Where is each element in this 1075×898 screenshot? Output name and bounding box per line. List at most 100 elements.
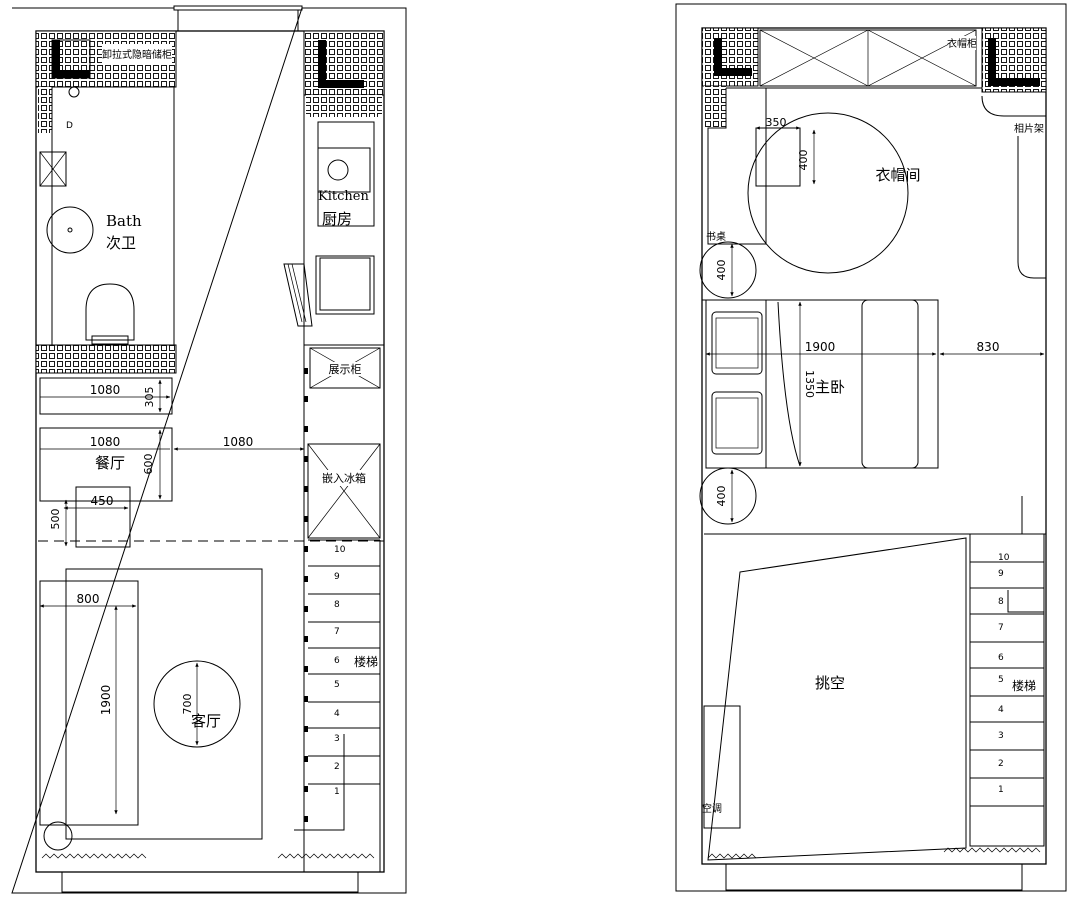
bath-bottom-tiles [35,344,177,374]
bed-pillow-zone [861,299,919,469]
sink [319,257,371,311]
floor-2-outer-wall [701,27,1047,865]
bed-length-dimension: 1900 [805,340,836,354]
floor-1-stairs: 10 9 8 7 6 5 4 3 2 1 楼梯 [294,539,381,872]
floor-2-step-6: 6 [998,653,1004,663]
floor-2-side-tiles [704,86,726,128]
stair-cut-line-2 [1007,590,1044,613]
dining-depth-dimension: 600 [142,454,155,475]
table-width-dimension: 450 [91,494,114,508]
floor-2-step-8: 8 [998,597,1004,607]
floor-lamp-icon [43,821,73,851]
stair-step-4: 4 [334,709,340,719]
bench-width-dimension: 1080 [90,383,121,397]
bedroom-left-wall [705,300,766,469]
floor-2-stair-box [969,533,1045,847]
desk-chair-circle [699,241,757,299]
kitchen-door-swing [283,263,313,327]
desk-clear-dimension: 400 [715,260,728,281]
floor-1-window-glazing [41,853,147,859]
floor-1-outer-wall [35,30,385,873]
floor-2-step-9: 9 [998,569,1004,579]
floor-2-step-3: 3 [998,731,1004,741]
coffee-table [153,660,241,748]
stair-step-3: 3 [334,734,340,744]
nightstand-bottom [711,391,763,455]
cloakroom-walls [707,87,982,245]
bench-counter [39,377,173,415]
floor-1-entry-jambs [177,10,299,31]
floor-1-plan: 卸拉式隐暗储柜 D Bath 次卫 1080 305 1080 1080 600… [11,5,407,894]
aisle-width-dimension: 1080 [223,435,254,449]
sofa-width-dimension: 800 [77,592,100,606]
burner-icon [327,159,349,181]
floor-2-step-2: 2 [998,759,1004,769]
bath-en-label: Bath [106,212,142,230]
photo-frame-wall [1017,136,1046,279]
floor-2-plan: 衣帽柜 相片架 350 400 衣帽间 书桌 400 1900 830 1 [675,3,1067,892]
master-bedroom-label: 主卧 [815,378,845,396]
photo-frame-shelf [981,91,1047,117]
kitchen-corner [318,40,364,88]
kitchen-en-label: Kitchen [318,189,369,204]
floor-2-stairs-label: 楼梯 [1012,678,1036,693]
cloak-island [755,127,801,187]
display-cabinet-label: 展示柜 [329,363,362,376]
stair-step-2: 2 [334,762,340,772]
living-rug [65,568,263,840]
dining-width-dimension: 1080 [90,435,121,449]
floor-drain-icon [68,86,80,98]
floor-2-step-4: 4 [998,705,1004,715]
toilet-tank [91,335,129,345]
lower-clear-dimension: 400 [715,486,728,507]
toilet-icon [85,283,135,341]
fridge-cross [307,443,381,539]
floor-1-wall-marks [304,368,308,822]
shower-cabinet-label-bg [102,44,172,64]
wardrobe-cross [759,29,977,87]
shower-cabinet-label: 卸拉式隐暗储柜 [102,48,172,61]
floor-2-right-corner [988,38,1040,86]
kitchen-cn-label: 厨房 [322,210,352,228]
ac-unit [703,705,741,829]
wardrobe-label-bg [948,36,976,50]
floor-1-sheet-border [11,7,407,894]
bath-window [39,151,67,187]
sofa [39,580,139,826]
floor-2-sheet-border [675,3,1067,892]
bed-frame [765,299,939,469]
bed-side-dimension: 830 [977,340,1000,354]
floor-1-window-glazing-right [277,853,375,859]
cloak-height-dimension: 400 [797,150,810,171]
nightstand-top [711,311,763,375]
bath-socket-mark: D [66,121,73,131]
sofa-length-dimension: 1900 [99,685,113,716]
bath-side-tiles [38,87,52,133]
table-offset-dimension: 500 [49,509,62,530]
stair-step-7: 7 [334,627,340,637]
floor-2-left-corner [714,38,752,76]
floor-2-balcony [725,863,1023,891]
wardrobe-label: 衣帽柜 [947,37,977,50]
bed-width-dimension: 1350 [803,370,816,398]
bath-cn-label: 次卫 [106,234,136,252]
cloakroom-label: 衣帽间 [875,166,920,184]
kitchen-door-leaf [287,263,307,323]
dining-area [39,427,173,502]
floor-2-top-left-tiles [701,27,759,87]
living-label: 客厅 [191,712,221,730]
kitchen-strip-tiles [306,95,382,117]
coffee-table-dimension: 700 [181,694,194,715]
dining-label: 餐厅 [95,454,125,472]
floor-2-window-glazing [943,847,1041,853]
desk-label: 书桌 [706,230,726,243]
shower-corner [52,40,90,78]
floor-1-entry-opening [173,5,303,11]
stair-step-6: 6 [334,656,340,666]
floor-2-step-1: 1 [998,785,1004,795]
floor-1-balcony [61,871,359,893]
fridge-label-bg [318,470,370,486]
void-outline [707,537,967,861]
floor-2-step-7: 7 [998,623,1004,633]
